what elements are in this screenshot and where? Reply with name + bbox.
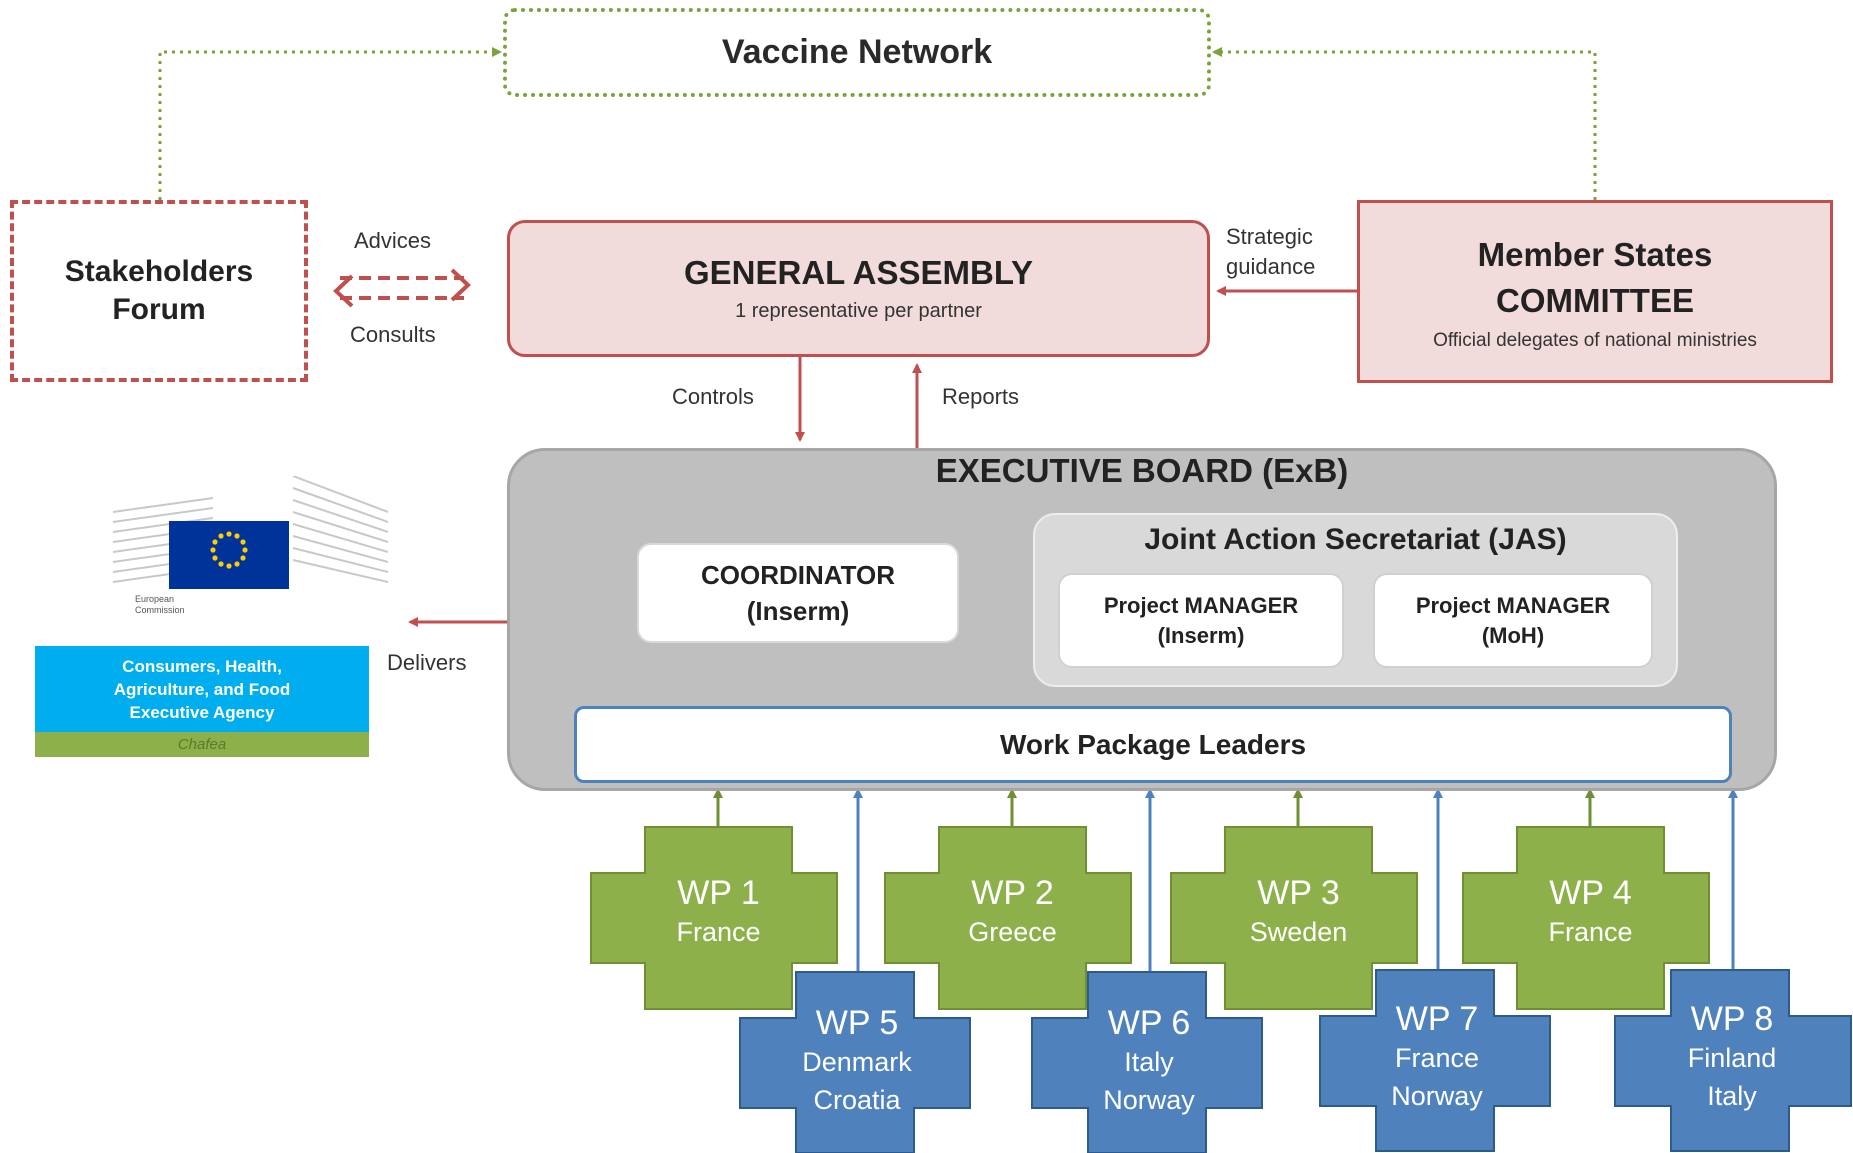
strategic-guidance-line2: guidance — [1226, 254, 1316, 279]
wp8-shape — [1614, 969, 1852, 1152]
wp4-label: WP 4 France — [1517, 873, 1664, 951]
coordinator-line2: (Inserm) — [746, 596, 850, 626]
chafea-line3: Executive Agency — [129, 702, 275, 722]
wp2-number: WP 2 — [971, 874, 1054, 912]
wp5-label: WP 5 Denmark Croatia — [770, 1003, 944, 1119]
delivers-label: Delivers — [387, 650, 467, 675]
project-manager-moh-box: Project MANAGER (MoH) — [1373, 573, 1653, 668]
member-states-line1: Member States — [1477, 235, 1713, 273]
wp3-number: WP 3 — [1257, 874, 1340, 912]
wp4-shape — [1462, 826, 1710, 1010]
wp6-country-1: Italy — [1124, 1047, 1174, 1077]
work-package-leaders-box: Work Package Leaders — [574, 706, 1732, 783]
vaccine-network-label: Vaccine Network — [721, 33, 993, 71]
coordinator-box: COORDINATOR (Inserm) — [637, 543, 959, 643]
advices-arrowhead-right — [450, 268, 471, 302]
wp3-country: Sweden — [1249, 917, 1348, 947]
wp6-shape — [1031, 971, 1263, 1153]
jas-title: Joint Action Secretariat (JAS) — [1144, 523, 1567, 556]
wp2-label: WP 2 Greece — [939, 873, 1086, 951]
wp2-country: Greece — [968, 917, 1057, 947]
wp8-country-1: Finland — [1687, 1043, 1777, 1073]
wp3-label: WP 3 Sweden — [1225, 873, 1372, 951]
member-states-committee-box: Member States COMMITTEE Official delegat… — [1357, 200, 1833, 383]
wp3-shape — [1170, 826, 1418, 1010]
stakeholders-to-network-link — [158, 47, 502, 200]
general-assembly-title: GENERAL ASSEMBLY — [683, 254, 1033, 291]
stakeholders-forum-box: Stakeholders Forum — [10, 200, 308, 382]
coordinator-line1: COORDINATOR — [700, 560, 896, 590]
project-manager-moh-line1: Project MANAGER — [1415, 592, 1611, 618]
vaccine-network-box: Vaccine Network — [503, 8, 1211, 97]
general-assembly-box: GENERAL ASSEMBLY 1 representative per pa… — [507, 220, 1210, 357]
wp5-country-2: Croatia — [813, 1085, 901, 1115]
wp7-label: WP 7 France Norway — [1350, 999, 1524, 1115]
project-manager-inserm-box: Project MANAGER (Inserm) — [1058, 573, 1344, 668]
project-manager-inserm-line1: Project MANAGER — [1103, 592, 1299, 618]
advices-label: Advices — [354, 228, 432, 253]
wp5-number: WP 5 — [815, 1004, 899, 1042]
wp8-number: WP 8 — [1690, 1000, 1774, 1038]
wp5-shape — [739, 971, 971, 1153]
chafea-footer-band: Chafea — [35, 732, 369, 757]
european-commission-emblem — [113, 476, 388, 589]
wp1-number: WP 1 — [677, 874, 760, 912]
chafea-abbrev: Chafea — [177, 736, 227, 753]
member-states-line2: COMMITTEE — [1496, 281, 1694, 319]
wp6-country-2: Norway — [1103, 1085, 1195, 1115]
european-commission-chafea-logo: European Commission Consumers, Health, A… — [35, 476, 388, 757]
wp1-label: WP 1 France — [645, 873, 792, 951]
strategic-guidance-label: Strategic guidance — [1226, 222, 1315, 282]
member-states-subtitle: Official delegates of national ministrie… — [1433, 329, 1757, 351]
project-manager-inserm-line2: (Inserm) — [1157, 622, 1245, 648]
european-commission-text: European Commission — [135, 594, 265, 616]
reports-label: Reports — [942, 384, 1020, 409]
controls-label: Controls — [672, 384, 754, 409]
chafea-line1: Consumers, Health, — [122, 656, 282, 676]
wp7-country-1: France — [1394, 1043, 1480, 1073]
european-commission-line2: Commission — [135, 605, 185, 615]
stakeholders-forum-line1: Stakeholders — [64, 255, 254, 288]
wp1-country: France — [676, 917, 761, 947]
wp8-label: WP 8 Finland Italy — [1645, 999, 1819, 1115]
general-assembly-subtitle: 1 representative per partner — [735, 300, 982, 322]
wp4-number: WP 4 — [1549, 874, 1632, 912]
executive-board-title: EXECUTIVE BOARD (ExB) — [935, 452, 1349, 489]
wp5-country-1: Denmark — [802, 1047, 912, 1077]
chafea-line2: Agriculture, and Food — [113, 679, 291, 699]
wp7-shape — [1319, 969, 1551, 1152]
wp4-country: France — [1548, 917, 1633, 947]
stakeholders-forum-line2: Forum — [112, 293, 206, 326]
wp6-label: WP 6 Italy Norway — [1062, 1003, 1236, 1119]
member-states-to-network-link — [1212, 47, 1597, 200]
wp1-shape — [590, 826, 838, 1010]
project-manager-moh-line2: (MoH) — [1481, 622, 1545, 648]
wp6-number: WP 6 — [1107, 1004, 1191, 1042]
consults-label: Consults — [350, 322, 436, 347]
wp7-country-2: Norway — [1391, 1081, 1483, 1111]
wp7-number: WP 7 — [1395, 1000, 1479, 1038]
work-package-leaders-label: Work Package Leaders — [999, 728, 1307, 760]
strategic-guidance-line1: Strategic — [1226, 224, 1313, 249]
european-commission-line1: European — [135, 594, 175, 604]
chafea-name-band: Consumers, Health, Agriculture, and Food… — [35, 646, 369, 732]
wp8-country-2: Italy — [1707, 1081, 1757, 1111]
consults-arrowhead-left — [333, 274, 354, 308]
wp2-shape — [884, 826, 1132, 1010]
